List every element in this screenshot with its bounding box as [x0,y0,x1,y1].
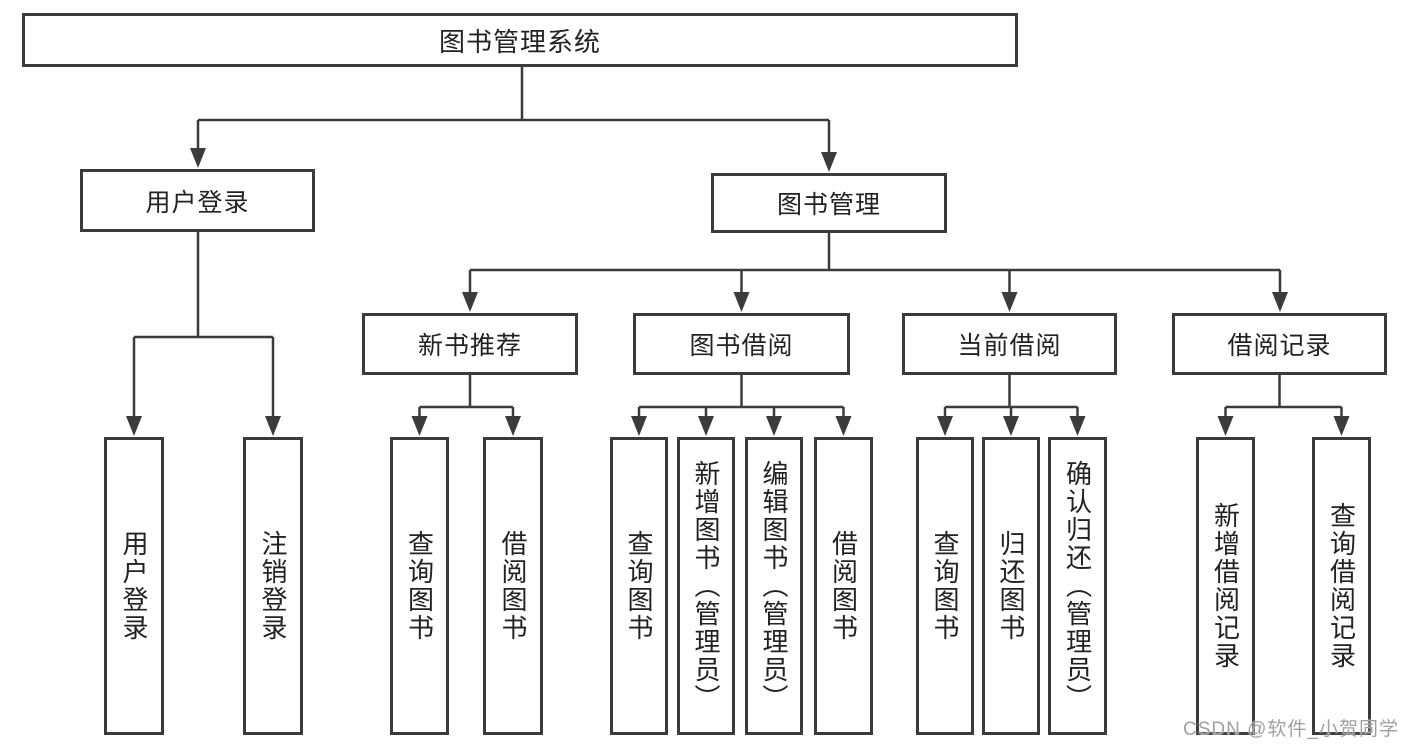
leaf-edit-book-admin: 编辑图书（管理员） [745,437,803,735]
leaf-add-book-admin: 新增图书（管理员） [677,437,735,735]
leaf-query-books-current: 查询图书 [916,437,974,735]
leaf-query-books-recommend: 查询图书 [390,437,449,735]
leaf-query-books-borrowing: 查询图书 [610,437,668,735]
node-new-book-recommend: 新书推荐 [362,313,578,375]
leaf-add-borrow-record: 新增借阅记录 [1196,437,1255,735]
node-user-login: 用户登录 [80,169,315,232]
node-borrowing-records: 借阅记录 [1172,313,1387,375]
node-root-system: 图书管理系统 [22,13,1018,67]
leaf-return-book: 归还图书 [982,437,1040,735]
leaf-borrow-books-borrowing: 借阅图书 [814,437,873,735]
arrowhead-group [126,148,1350,436]
node-book-borrowing: 图书借阅 [633,313,850,375]
leaf-confirm-return-admin: 确认归还（管理员） [1048,437,1107,735]
leaf-logout: 注销登录 [243,437,303,735]
leaf-user-login: 用户登录 [104,437,164,735]
watermark-text: CSDN @软件_小贺同学 [1183,719,1399,740]
leaf-query-borrow-record: 查询借阅记录 [1312,437,1371,735]
leaf-borrow-books-recommend: 借阅图书 [483,437,543,735]
node-current-borrowing: 当前借阅 [902,313,1117,375]
node-book-management: 图书管理 [711,173,947,233]
